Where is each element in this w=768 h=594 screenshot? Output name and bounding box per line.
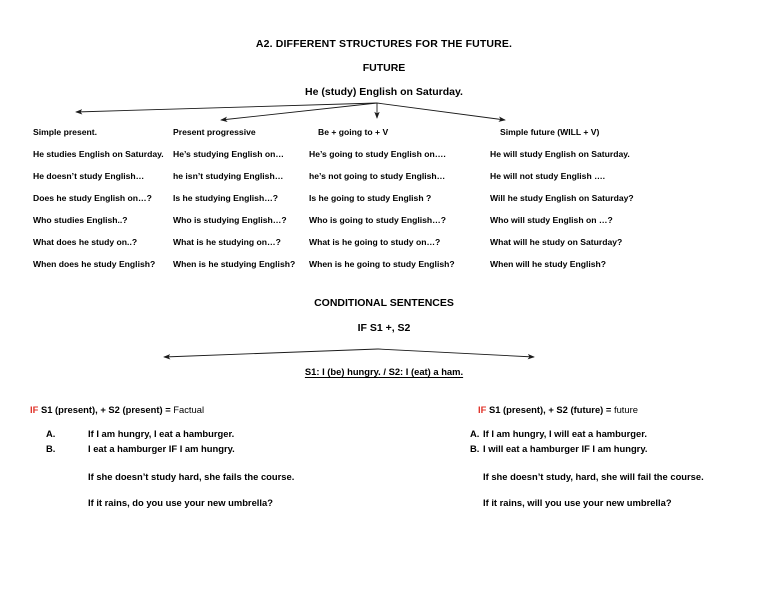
future-rule-result: future	[613, 404, 638, 415]
list-item-text: I will eat a hamburger IF I am hungry.	[483, 443, 648, 454]
table-cell: He will study English on Saturday.	[490, 149, 630, 159]
conditional-block-future: IF S1 (present), + S2 (future) = future …	[470, 404, 768, 508]
conditional-block-factual: IF S1 (present), + S2 (present) = Factua…	[30, 404, 410, 508]
list-item-text: If I am hungry, I eat a hamburger.	[88, 428, 235, 439]
list-item: A. If I am hungry, I eat a hamburger.	[30, 426, 410, 441]
table-cell: When is he studying English?	[173, 259, 296, 269]
factual-rule-result: Factual	[173, 404, 205, 415]
table-cell: He studies English on Saturday.	[33, 149, 164, 159]
list-item-label: A.	[470, 428, 480, 439]
arrow-to-simple-future	[376, 102, 506, 122]
conditional-example-sentence: S1: I (be) hungry. / S2: I (eat) a ham.	[0, 366, 768, 377]
list-item-label: A.	[46, 428, 56, 439]
arrow-to-simple-present	[75, 102, 378, 115]
table-cell: Will he study English on Saturday?	[490, 193, 634, 203]
table-cell: he isn’t studying English…	[173, 171, 284, 181]
table-cell: When does he study English?	[33, 259, 156, 269]
column-header: Simple present.	[33, 127, 97, 137]
future-examples-list: A.If I am hungry, I will eat a hamburger…	[470, 426, 768, 456]
column-header: Be + going to + V	[318, 127, 389, 137]
table-cell: Who studies English..?	[33, 215, 128, 225]
table-column-simple-present: Simple present. He studies English on Sa…	[33, 126, 175, 280]
table-cell: Who will study English on …?	[490, 215, 613, 225]
future-rule: IF S1 (present), + S2 (future) = future	[470, 404, 768, 415]
list-item: B. I eat a hamburger IF I am hungry.	[30, 441, 410, 456]
factual-examples-list: A. If I am hungry, I eat a hamburger. B. I…	[30, 426, 410, 456]
page-title: A2. DIFFERENT STRUCTURES FOR THE FUTURE.	[255, 38, 513, 50]
table-cell: Is he studying English…?	[173, 193, 279, 203]
factual-extra-sentence-2: If it rains, do you use your new umbrell…	[88, 497, 273, 508]
list-item-text: I eat a hamburger IF I am hungry.	[88, 443, 235, 454]
table-column-present-progressive: Present progressive He’s studying Englis…	[172, 126, 302, 280]
future-structures-table: Simple present. He studies English on Sa…	[0, 126, 768, 272]
future-section-heading: FUTURE	[362, 62, 406, 74]
factual-rule: IF S1 (present), + S2 (present) = Factua…	[30, 404, 410, 415]
conditional-section-heading: CONDITIONAL SENTENCES	[314, 297, 454, 309]
arrow-to-present-progressive	[220, 102, 378, 123]
table-cell: Does he study English on…?	[33, 193, 152, 203]
list-item-text: If I am hungry, I will eat a hamburger.	[483, 428, 647, 439]
table-cell: What does he study on..?	[33, 237, 138, 247]
column-header: Present progressive	[173, 127, 256, 137]
table-cell: he’s not going to study English…	[309, 171, 446, 181]
table-cell: He doesn’t study English…	[33, 171, 145, 181]
conditional-example-text: S1: I (be) hungry. / S2: I (eat) a ham.	[304, 366, 464, 377]
list-item-label: B.	[46, 443, 56, 454]
table-cell: When is he going to study English?	[309, 259, 455, 269]
if-keyword: IF	[478, 404, 487, 415]
table-cell: Who is going to study English…?	[309, 215, 447, 225]
list-item: B.I will eat a hamburger IF I am hungry.	[470, 441, 768, 456]
table-cell: What is he studying on…?	[173, 237, 281, 247]
table-column-simple-future: Simple future (WILL + V) He will study E…	[490, 126, 730, 280]
list-item: A.If I am hungry, I will eat a hamburger…	[470, 426, 768, 441]
column-header: Simple future (WILL + V)	[500, 127, 600, 137]
factual-extra-sentence-1: If she doesn’t study hard, she fails the…	[88, 471, 295, 482]
arrow-to-factual-branch	[163, 348, 379, 360]
table-column-be-going-to: Be + going to + V He’s going to study En…	[308, 126, 486, 280]
conditional-formula: IF S1 +, S2	[357, 322, 411, 334]
future-rule-formula: S1 (present), + S2 (future) =	[486, 404, 614, 415]
future-extra-sentence-2: If it rains, will you use your new umbre…	[483, 497, 672, 508]
future-extra-sentence-1: If she doesn’t study, hard, she will fai…	[483, 471, 704, 482]
table-cell: He’s studying English on…	[173, 149, 284, 159]
table-cell: When will he study English?	[490, 259, 607, 269]
conditional-branch-arrows	[163, 348, 535, 360]
table-cell: What is he going to study on…?	[309, 237, 441, 247]
table-cell: What will he study on Saturday?	[490, 237, 623, 247]
factual-rule-formula: S1 (present), + S2 (present) =	[38, 404, 174, 415]
future-branch-arrows	[75, 102, 506, 123]
list-item-label: B.	[470, 443, 480, 454]
table-cell: He’s going to study English on….	[309, 149, 446, 159]
arrow-to-future-branch	[377, 348, 535, 360]
if-keyword: IF	[30, 404, 39, 415]
table-cell: Who is studying English…?	[173, 215, 287, 225]
future-prompt-sentence: He (study) English on Saturday.	[305, 86, 463, 98]
table-cell: Is he going to study English ?	[309, 193, 432, 203]
table-cell: He will not study English ….	[490, 171, 606, 181]
